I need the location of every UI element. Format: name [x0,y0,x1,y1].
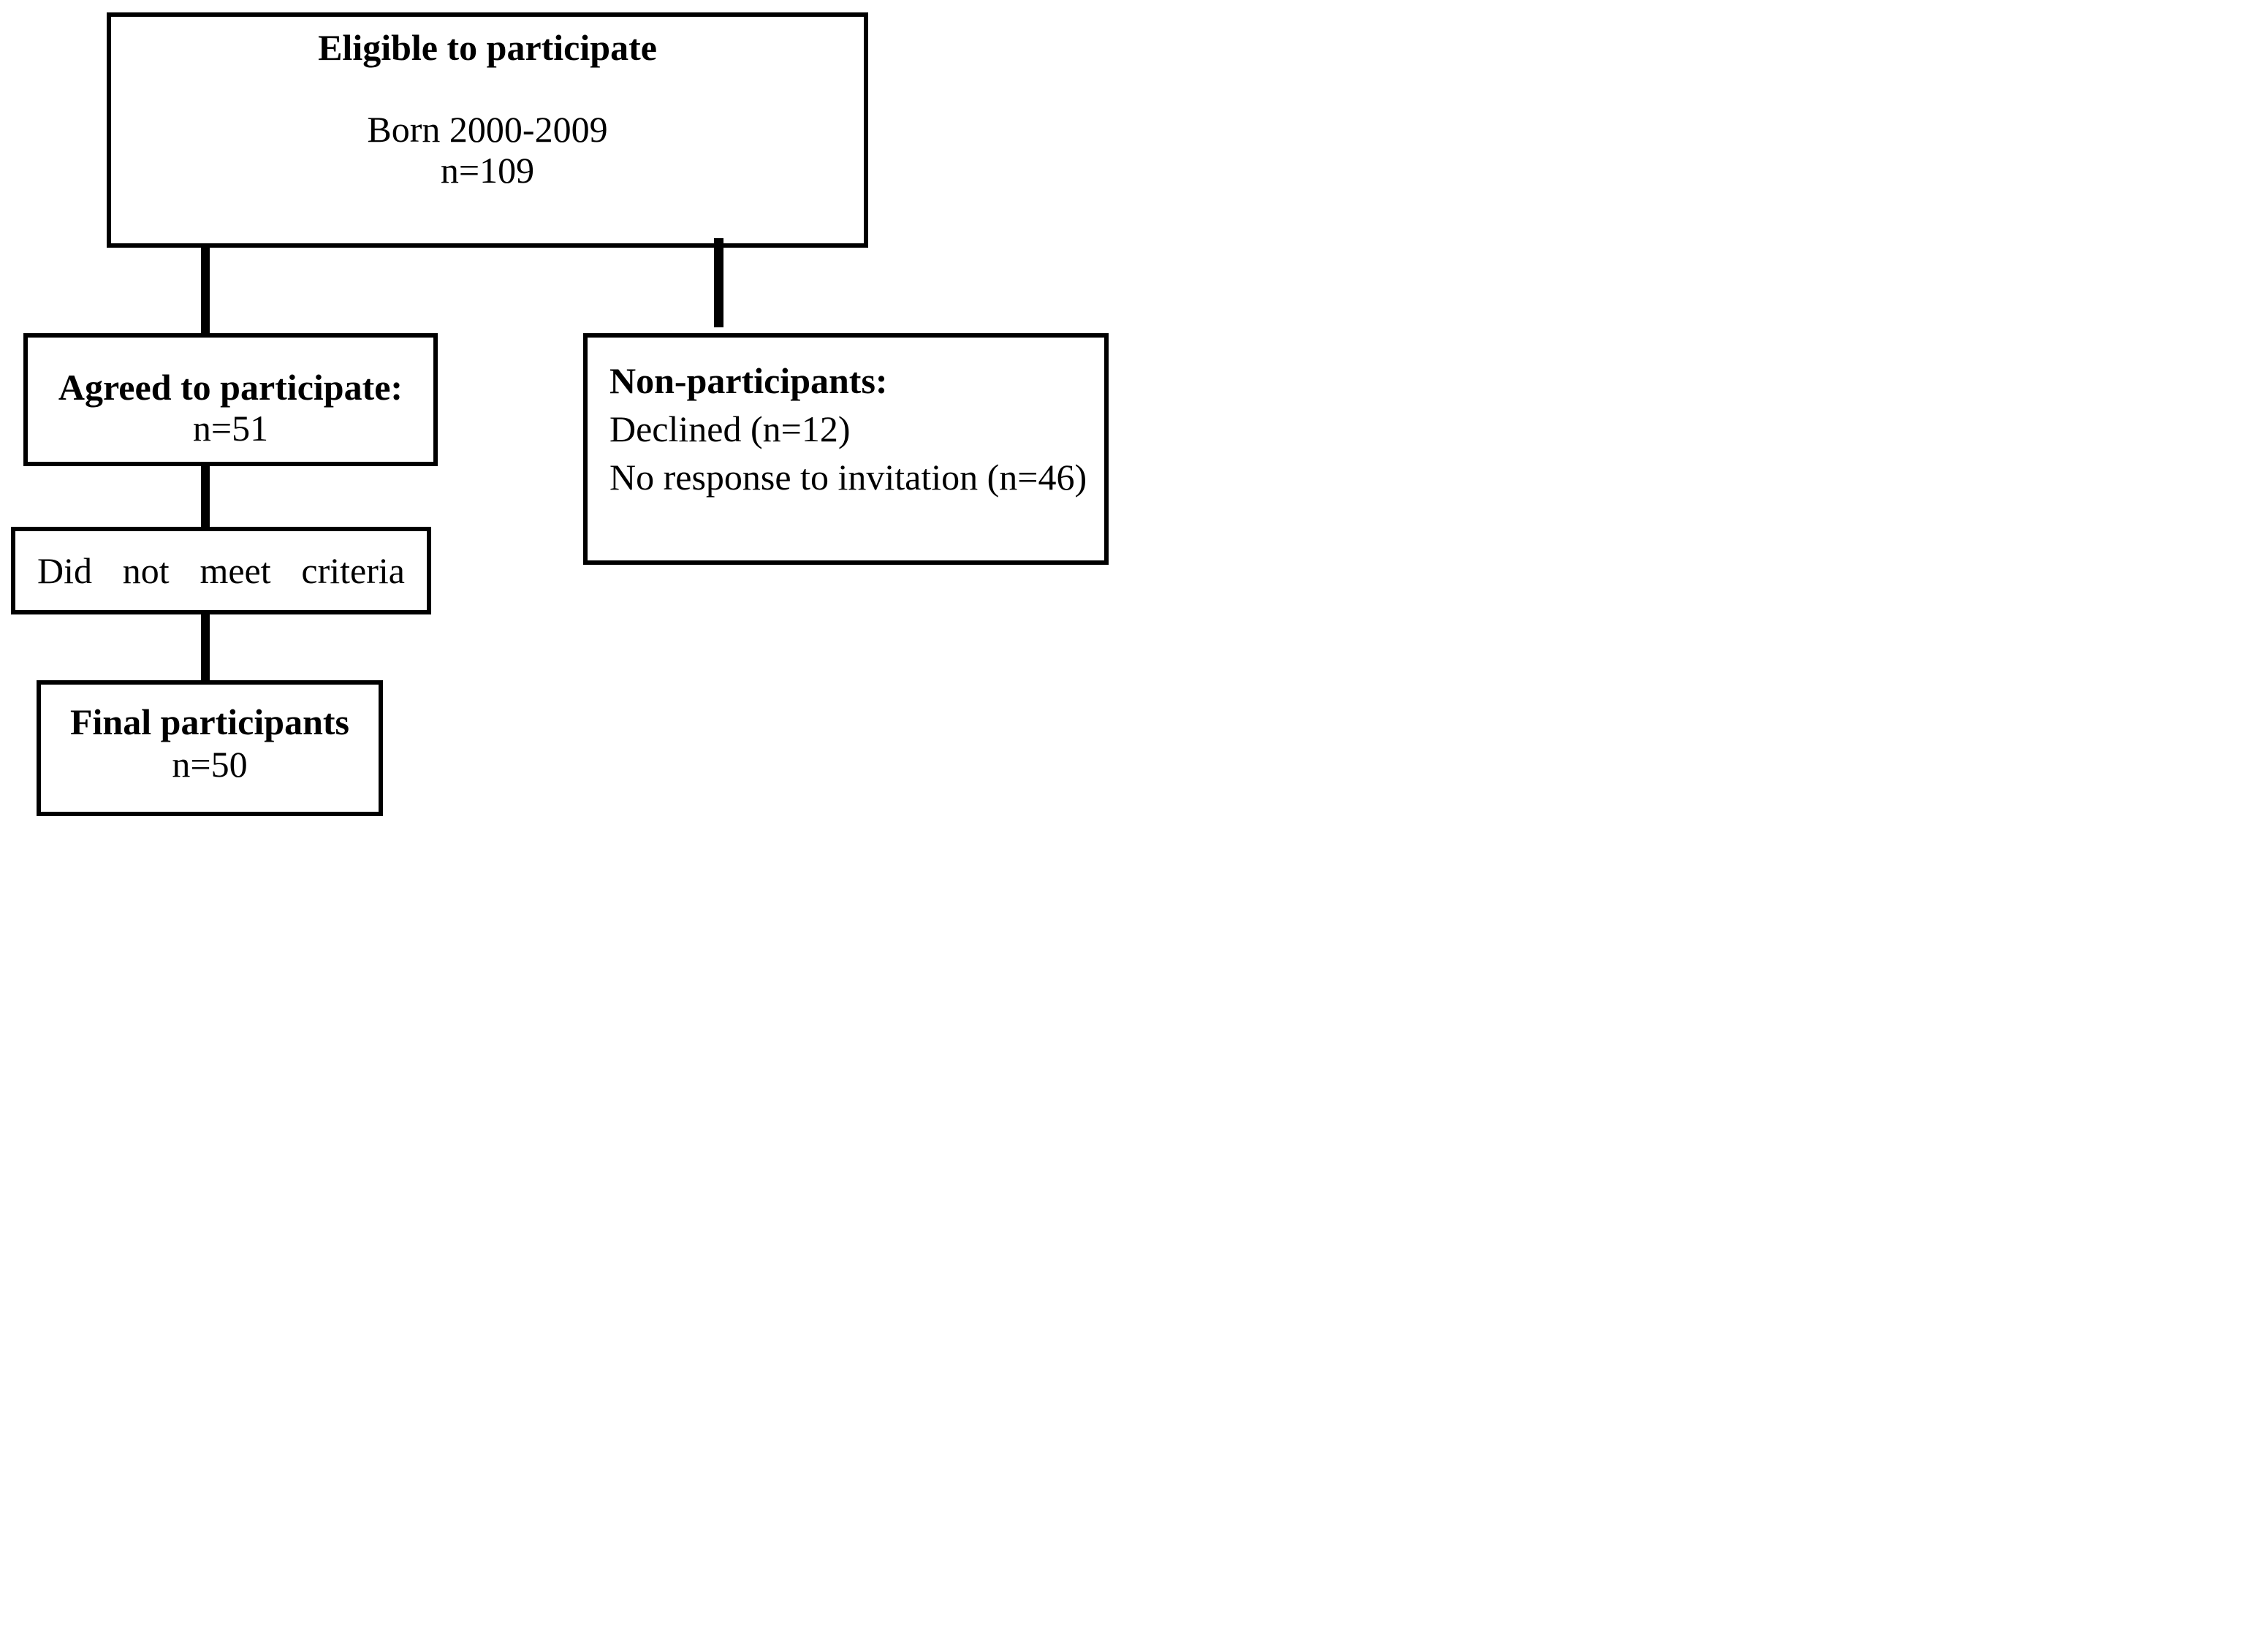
agreed-count: n=51 [192,408,269,449]
word-criteria: criteria [301,550,405,591]
eligible-box: Eligible to participate Born 2000-2009 n… [107,12,868,248]
agreed-title: Agreed to participate: [58,367,403,408]
word-meet: meet [200,550,271,591]
connector-agreed-to-did-not-meet [201,463,210,536]
word-not: not [122,550,170,591]
flow-diagram: Eligible to participate Born 2000-2009 n… [0,0,1122,826]
non-participants-reason-no-response: No response to invitation (n=46) [609,457,1087,498]
did-not-meet-criteria-text: Did not meet criteria [15,531,427,610]
connector-did-not-meet-to-final [201,610,210,688]
word-did: Did [37,550,92,591]
non-participants-box: Non-participants: Declined (n=12) No res… [583,333,1109,565]
did-not-meet-criteria-box: Did not meet criteria [11,527,431,614]
non-participants-reason-declined: Declined (n=12) [609,408,851,449]
connector-eligible-to-agreed [201,243,210,340]
agreed-box: Agreed to participate: n=51 [23,333,438,466]
eligible-title: Eligible to participate [318,27,657,68]
non-participants-title: Non-participants: [609,360,888,401]
spacer [111,68,864,109]
eligible-subtitle: Born 2000-2009 [367,109,608,150]
eligible-count: n=109 [440,150,535,191]
connector-eligible-to-non-participants [714,238,723,327]
final-participants-box: Final participants n=50 [37,680,383,816]
final-count: n=50 [172,744,248,785]
final-title: Final participants [70,701,349,742]
